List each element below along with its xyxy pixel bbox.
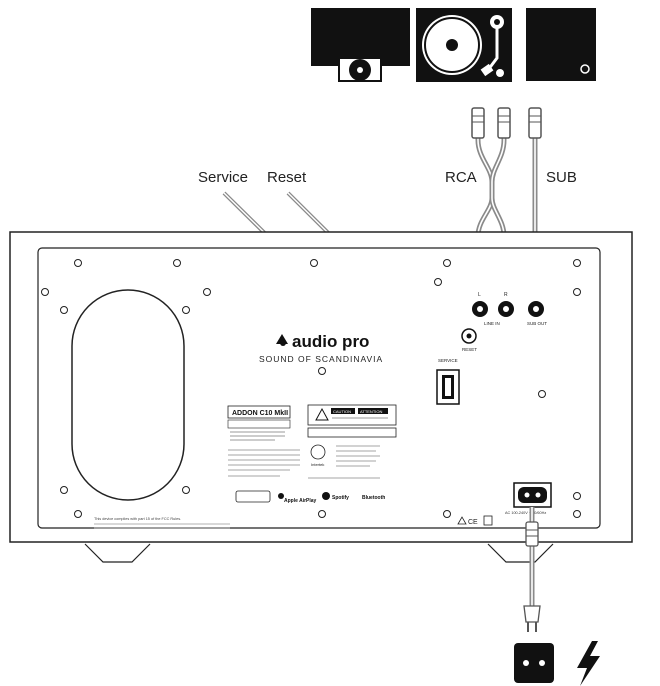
intertek-label: Intertek: [311, 462, 324, 467]
power-outlet-icon: [514, 643, 554, 683]
sub-callout-label: SUB: [546, 169, 577, 186]
subwoofer-icon: [526, 8, 596, 81]
line-in-right-jack: [498, 301, 514, 317]
line-in-right-label: R: [504, 292, 508, 298]
reset-callout-label: Reset: [267, 169, 307, 186]
airplay-logo: Apple AirPlay: [284, 498, 317, 504]
bluetooth-logo: Bluetooth: [362, 495, 385, 501]
panel-screws: [41, 259, 581, 518]
compliance-text: This device complies with part 15 of the…: [94, 517, 181, 521]
svg-text:CE: CE: [468, 519, 478, 526]
model-label: ADDON C10 MkII: [232, 410, 288, 417]
spotify-logo: Spotify: [332, 495, 349, 501]
brand-logo: audio pro SOUND OF SCANDINAVIA: [259, 332, 383, 364]
feature-logos: Apple AirPlay Spotify Bluetooth: [235, 490, 385, 504]
power-inlet: [513, 482, 552, 508]
sub-out-label: SUB OUT: [527, 321, 547, 326]
power-cable: [523, 507, 541, 632]
power-rating-label: AC 100-240V ~ 50/60Hz: [505, 511, 546, 515]
service-usb-port: [436, 369, 460, 405]
line-in-left-label: L: [478, 292, 481, 298]
rca-callout-label: RCA: [445, 169, 477, 186]
brand-tagline: SOUND OF SCANDINAVIA: [259, 354, 383, 364]
reset-button: [461, 328, 477, 344]
sub-out-jack: [528, 301, 544, 317]
cd-player-icon: [311, 8, 410, 82]
brand-logo-text: audio pro: [292, 332, 369, 351]
certification-marks: CE: [457, 515, 493, 526]
lightning-icon: [577, 641, 600, 686]
turntable-icon: [416, 8, 512, 82]
service-callout-label: Service: [198, 169, 248, 186]
service-label: SERVICE: [438, 358, 458, 363]
attention-label: ATTENTION: [360, 409, 382, 414]
bass-port: [71, 289, 185, 501]
rating-label-area: ADDON C10 MkII CAUTION ATTENTION Interte…: [227, 404, 397, 479]
line-in-left-jack: [472, 301, 488, 317]
line-in-label: LINE IN: [484, 321, 500, 326]
reset-label: RESET: [462, 347, 477, 352]
caution-label: CAUTION: [333, 409, 351, 414]
